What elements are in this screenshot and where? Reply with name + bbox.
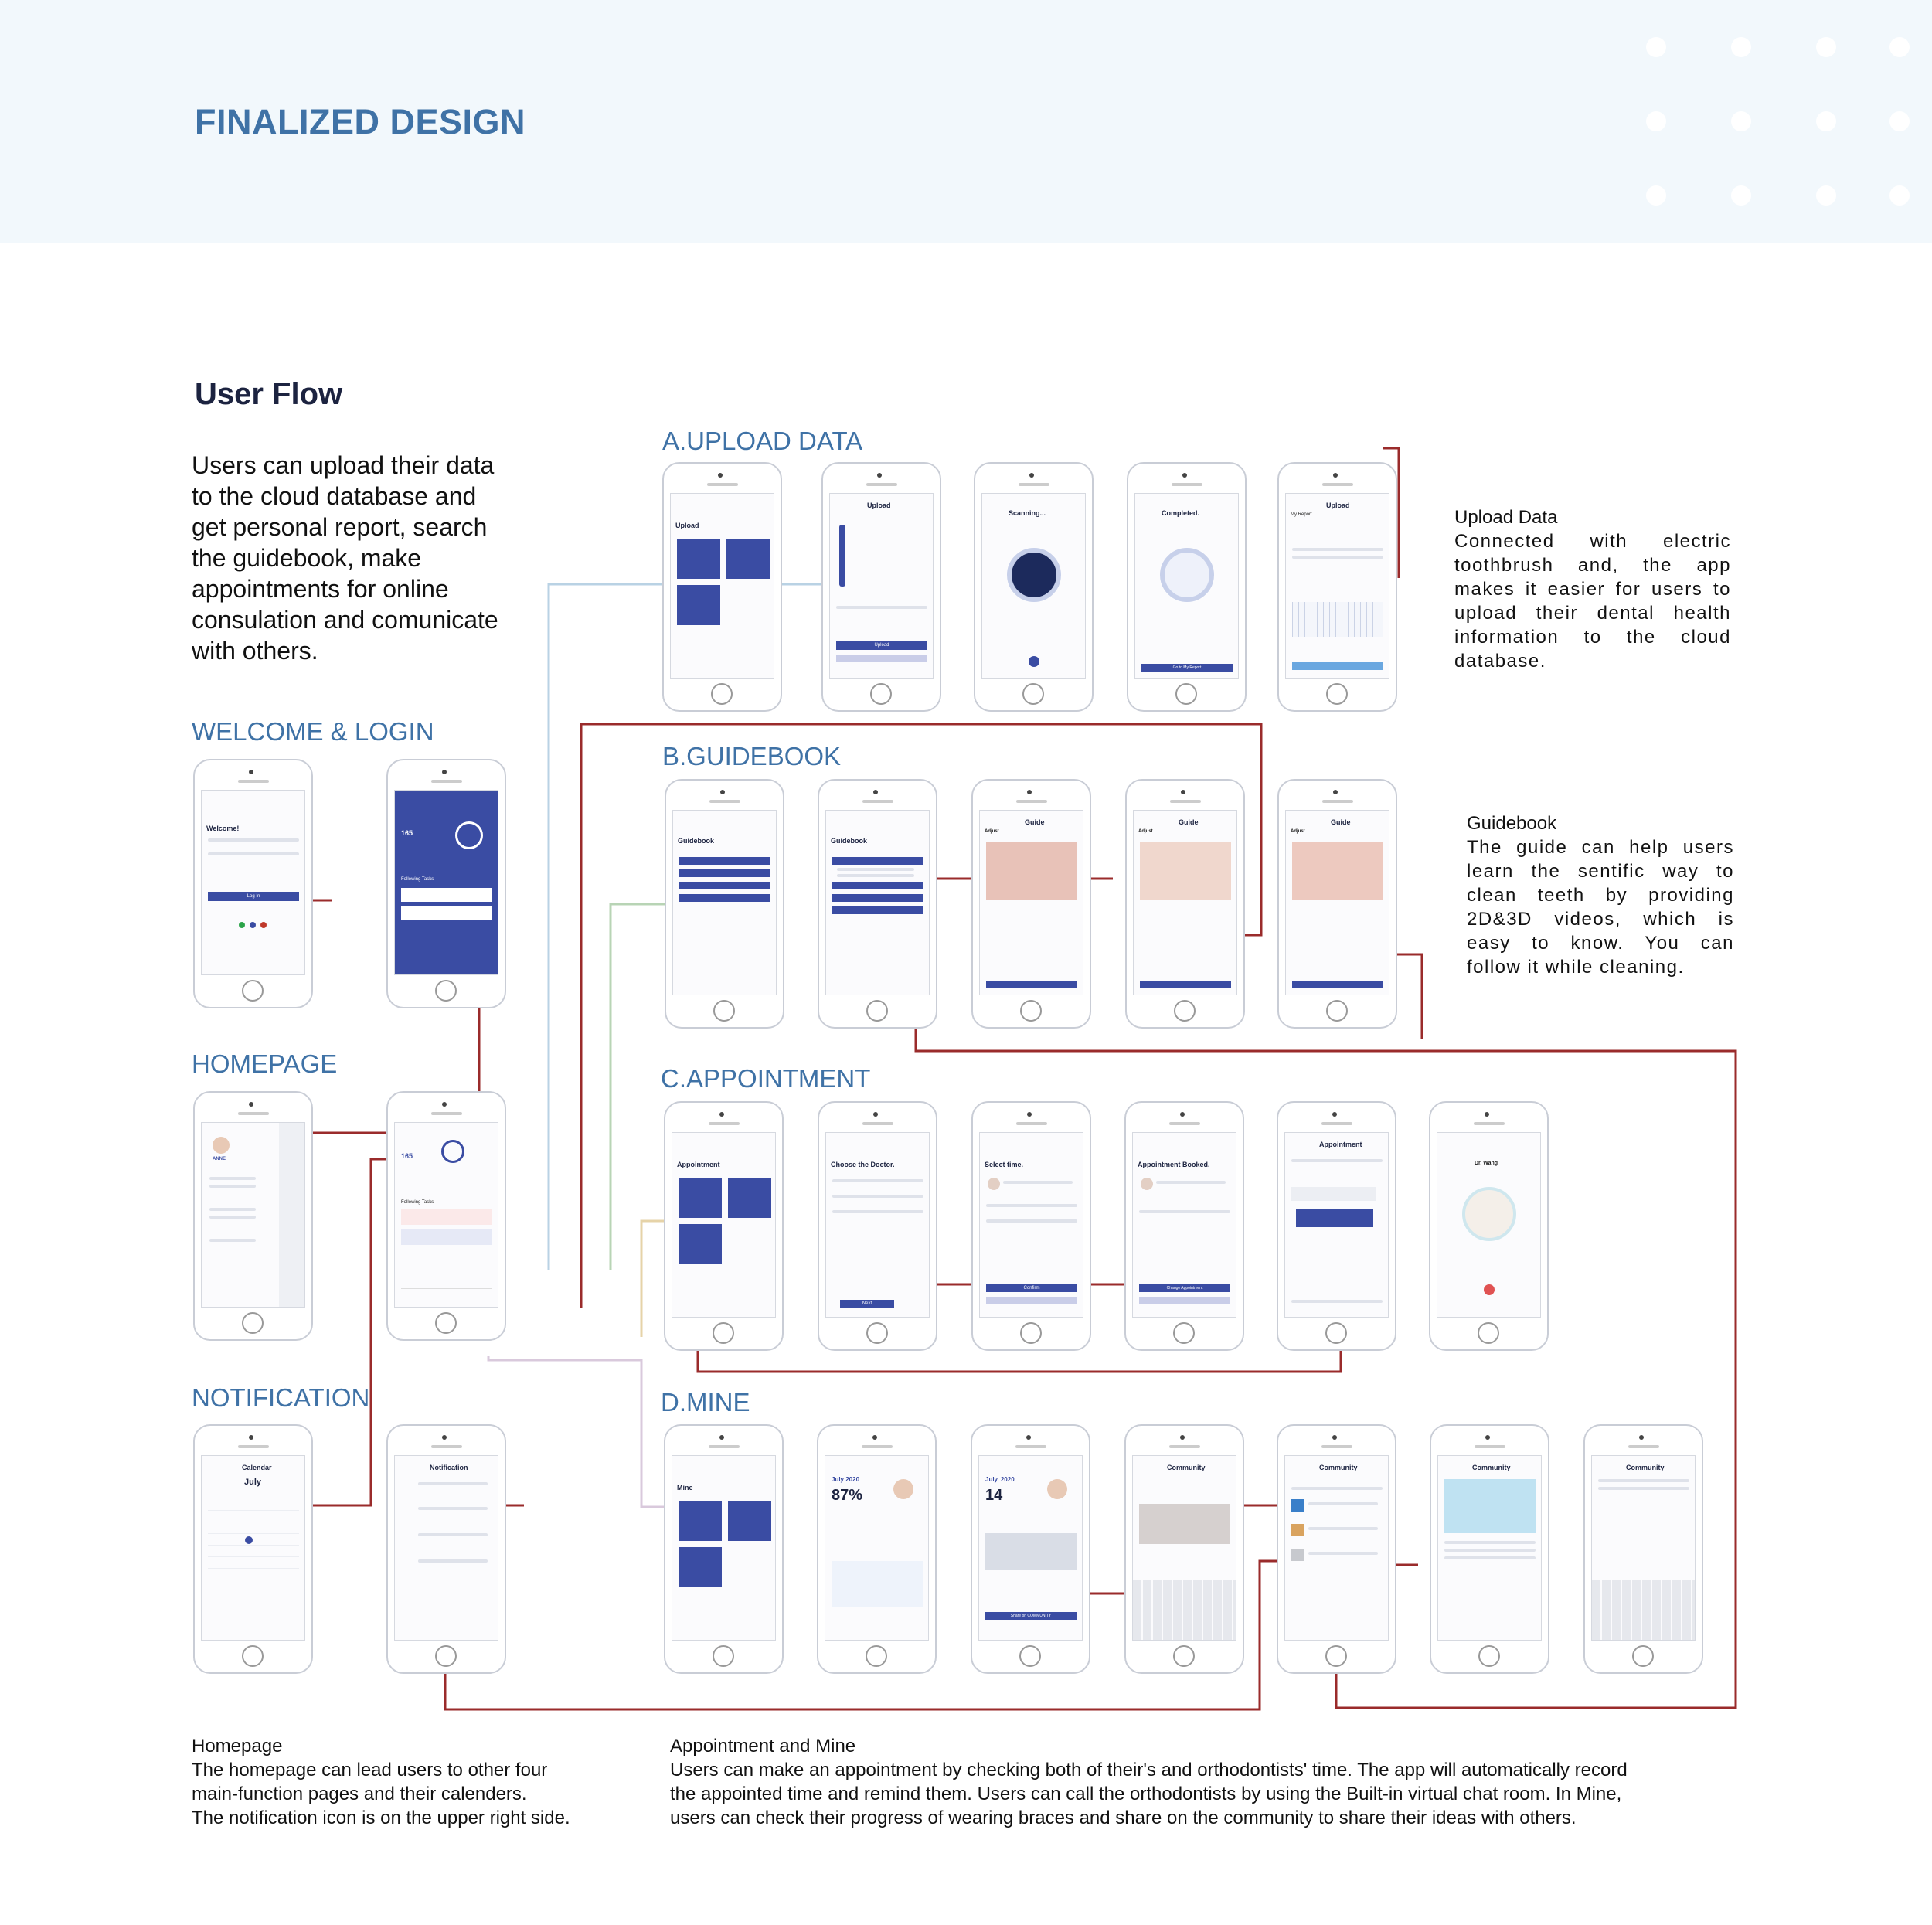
phone-upload-1: Upload [662,462,782,712]
guide5-title: Guide [1331,818,1351,826]
upload1-title: Upload [675,522,699,529]
phone-guide-2: Guidebook [818,779,937,1029]
login-welcome: Welcome! [206,825,239,832]
doctor-avatar [1462,1187,1516,1241]
phone-upload-2: Upload Upload [821,462,941,712]
phone-appt-2: Choose the Doctor. Next [818,1101,937,1351]
homepage-days-count: 165 [401,1152,413,1160]
phone-guide-1: Guidebook [665,779,784,1029]
phone-appt-5: Appointment [1277,1101,1396,1351]
phone-homepage: 165 Following Tasks [386,1091,506,1341]
phone-mine-2: July 2020 87% [817,1424,937,1674]
drawer-user-name: ANNE [213,1157,226,1161]
keyboard[interactable] [1592,1580,1696,1641]
avatar [1047,1479,1067,1499]
guide5-label: Adjust [1291,829,1305,834]
upload5-subtitle: My Report [1291,512,1312,517]
phone-mine-7: Community [1583,1424,1703,1674]
mine3-value: 14 [985,1487,1002,1505]
touch-gesture-icon [441,1140,464,1163]
keyboard[interactable] [1133,1580,1236,1641]
guide4-label: Adjust [1138,829,1153,834]
calendar-title: Calendar [242,1464,272,1471]
appt2-title: Choose the Doctor. [831,1161,895,1168]
phone-upload-4: Completed. Go to My Report [1127,462,1247,712]
home-following-tasks: Following Tasks [401,877,434,882]
mouthwash-photo [1444,1479,1536,1533]
avatar [213,1137,230,1154]
scan-ring [1007,548,1061,602]
guide1-title: Guidebook [678,837,714,845]
mine6-title: Community [1472,1464,1511,1471]
check-icon [1160,548,1214,602]
go-to-report-button[interactable]: Go to My Report [1141,664,1233,672]
appt4-title: Appointment Booked. [1138,1161,1210,1168]
upload3-title: Scanning... [1009,509,1046,517]
phone-calendar: Calendar July [193,1424,313,1674]
phone-guide-4: Guide Adjust [1125,779,1245,1029]
phone-mine-3: July, 2020 14 Share on COMMUNITY [971,1424,1090,1674]
scan-button[interactable] [1029,656,1039,667]
avatar [893,1479,913,1499]
guide3-title: Guide [1025,818,1045,826]
phone-upload-5: Upload My Report [1277,462,1397,712]
phone-appt-1: Appointment [664,1101,784,1351]
mine2-value: 87% [832,1487,862,1505]
teeth-photo [1140,842,1231,900]
phone-mine-5: Community [1277,1424,1396,1674]
mine1-title: Mine [677,1484,693,1491]
confirm-button[interactable]: Confirm [986,1284,1077,1292]
phone-mine-1: Mine [664,1424,784,1674]
phone-mine-6: Community [1430,1424,1549,1674]
phone-login: Welcome! Log In [193,759,313,1008]
mine3-title: July, 2020 [985,1476,1015,1483]
phone-appt-3: Select time. Confirm [971,1101,1091,1351]
mine5-title: Community [1319,1464,1358,1471]
appt6-doctor-name: Dr. Wang [1475,1161,1498,1166]
calendar-month: July [244,1478,261,1487]
home-days-count: 165 [401,829,413,837]
change-appointment-button[interactable]: Change Appointment [1139,1284,1230,1292]
upload2-title: Upload [867,502,891,509]
hang-up-icon[interactable] [1484,1284,1495,1295]
phone-guide-3: Guide Adjust [971,779,1091,1029]
next-button[interactable]: Next [840,1300,894,1308]
guide2-title: Guidebook [831,837,867,845]
appt1-title: Appointment [677,1161,720,1168]
upload5-title: Upload [1326,502,1350,509]
mine2-title: July 2020 [832,1476,859,1483]
upload-button[interactable]: Upload [836,641,927,650]
homepage-following-tasks: Following Tasks [401,1200,434,1205]
upload4-title: Completed. [1162,509,1199,517]
appt5-title: Appointment [1319,1141,1362,1148]
phone-guide-5: Guide Adjust [1277,779,1397,1029]
phone-appt-4: Appointment Booked. Change Appointment [1124,1101,1244,1351]
share-community-button[interactable]: Share on COMMUNITY [985,1612,1077,1620]
mine7-title: Community [1626,1464,1665,1471]
guide3-label: Adjust [985,829,999,834]
teeth-photo [1292,842,1383,900]
phone-mine-4: Community [1124,1424,1244,1674]
login-button[interactable]: Log In [208,892,299,901]
touch-gesture-icon [455,821,483,849]
phone-appt-6: Dr. Wang [1429,1101,1549,1351]
phone-home-blue: 165 Following Tasks [386,759,506,1008]
guide4-title: Guide [1179,818,1199,826]
phone-upload-3: Scanning... [974,462,1094,712]
appt3-title: Select time. [985,1161,1023,1168]
teeth-photo [986,842,1077,900]
phone-notification: Notification [386,1424,506,1674]
notification-title: Notification [430,1464,468,1471]
mine4-title: Community [1167,1464,1206,1471]
phone-drawer: ANNE [193,1091,313,1341]
